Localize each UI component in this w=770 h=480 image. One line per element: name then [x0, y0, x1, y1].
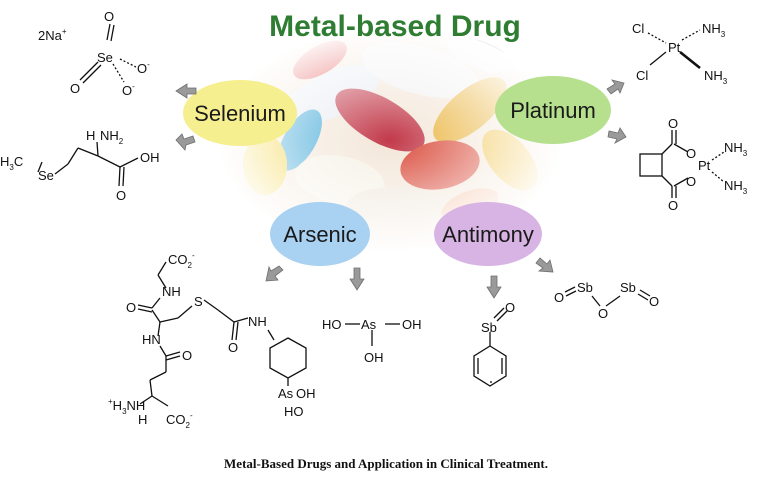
svg-text:O: O [686, 146, 696, 161]
svg-text:O: O [70, 81, 80, 96]
arrow-antimony-right [535, 257, 554, 273]
svg-text:O: O [668, 116, 678, 131]
diagram-title: Metal-based Drug [269, 10, 521, 43]
svg-text:OH: OH [364, 350, 384, 365]
selenomethionine-labels: H3C Se H NH2 OH O [0, 128, 160, 203]
svg-text:O: O [598, 306, 608, 321]
stibine-oxide-structure [473, 307, 508, 387]
arrow-selenium-top [175, 83, 197, 99]
selenomethionine-structure [37, 141, 139, 187]
antimony-label: Antimony [442, 222, 534, 247]
cisplatin-labels: Cl Pt NH3 Cl NH3 [632, 21, 728, 86]
svg-text:Se: Se [97, 50, 113, 65]
cisplatin-structure [647, 29, 701, 70]
sodium-selenite-labels: 2Na+ O Se O O- O- [38, 9, 150, 98]
carboplatin-labels: O O Pt O O NH3 NH3 [668, 116, 748, 213]
svg-text:Se: Se [38, 168, 54, 183]
svg-text:As: As [278, 386, 294, 401]
svg-text:NH3: NH3 [724, 140, 748, 158]
arsenic-peptide-labels: CO2- NH O S NH O HN O As OH HO +H3NH H C… [108, 251, 316, 430]
arrow-arsenic-left [265, 265, 284, 282]
svg-text:H3C: H3C [0, 154, 23, 172]
svg-text:2Na+: 2Na+ [38, 27, 67, 43]
svg-text:HO: HO [284, 404, 304, 419]
svg-text:Sb: Sb [620, 280, 636, 295]
svg-text:NH3: NH3 [702, 21, 726, 39]
svg-text:Pt: Pt [668, 40, 681, 55]
svg-text:O: O [505, 300, 515, 315]
svg-text:O: O [668, 198, 678, 213]
platinum-label: Platinum [510, 98, 596, 123]
svg-text:Sb: Sb [577, 280, 593, 295]
pill-pile-illustration [215, 25, 565, 255]
antimony-trioxide-structure [564, 286, 651, 307]
svg-text:Sb: Sb [481, 320, 497, 335]
svg-text:OH: OH [140, 150, 160, 165]
svg-text:NH3: NH3 [724, 178, 748, 196]
svg-text:O-: O- [122, 82, 135, 98]
svg-text:O-: O- [137, 60, 150, 76]
svg-text:O: O [649, 294, 659, 309]
svg-text:O: O [104, 9, 114, 24]
arrow-platinum-bottom [607, 127, 627, 144]
svg-text:CO2-: CO2- [166, 411, 193, 430]
arsenic-peptide-structure [137, 261, 307, 407]
selenium-label: Selenium [194, 101, 286, 126]
svg-text:O: O [182, 348, 192, 363]
antimony-trioxide-labels: O Sb O Sb O [554, 280, 659, 321]
svg-text:S: S [194, 294, 203, 309]
svg-text:Pt: Pt [698, 158, 711, 173]
figure-caption: Metal-Based Drugs and Application in Cli… [224, 456, 548, 471]
svg-text:O: O [126, 300, 136, 315]
svg-text:As: As [361, 317, 377, 332]
carboplatin-structure [639, 130, 725, 198]
arrow-arsenic-down [349, 267, 365, 291]
arrow-antimony-down [486, 275, 502, 299]
svg-text:Cl: Cl [632, 21, 644, 36]
svg-text:NH: NH [162, 284, 181, 299]
svg-text:O: O [554, 290, 564, 305]
arrow-selenium-bottom [175, 133, 196, 151]
platinum-node: Platinum [495, 76, 611, 144]
svg-text:HN: HN [142, 332, 161, 347]
svg-text:NH3: NH3 [704, 68, 728, 86]
arsenic-node: Arsenic [270, 202, 370, 266]
arrow-platinum-top [606, 79, 625, 95]
svg-text:+H3NH: +H3NH [108, 397, 145, 416]
svg-text:H: H [86, 128, 95, 143]
arsenic-label: Arsenic [283, 222, 356, 247]
selenium-node: Selenium [183, 80, 297, 146]
arrows [175, 79, 627, 299]
svg-text:CO2-: CO2- [168, 251, 195, 270]
svg-text:OH: OH [296, 386, 316, 401]
svg-text:OH: OH [402, 317, 422, 332]
sodium-selenite-structure [79, 23, 137, 84]
stibine-oxide-labels: Sb O [481, 300, 515, 335]
svg-text:O: O [228, 340, 238, 355]
antimony-node: Antimony [434, 202, 542, 266]
arsenous-acid-labels: HO As OH OH [322, 317, 422, 365]
svg-text:Cl: Cl [636, 68, 648, 83]
svg-text:H: H [138, 412, 147, 427]
arsenous-acid-structure [345, 323, 400, 346]
svg-text:NH2: NH2 [100, 128, 124, 146]
svg-text:HO: HO [322, 317, 342, 332]
svg-text:NH: NH [248, 314, 267, 329]
svg-text:O: O [116, 188, 126, 203]
svg-text:O: O [686, 174, 696, 189]
